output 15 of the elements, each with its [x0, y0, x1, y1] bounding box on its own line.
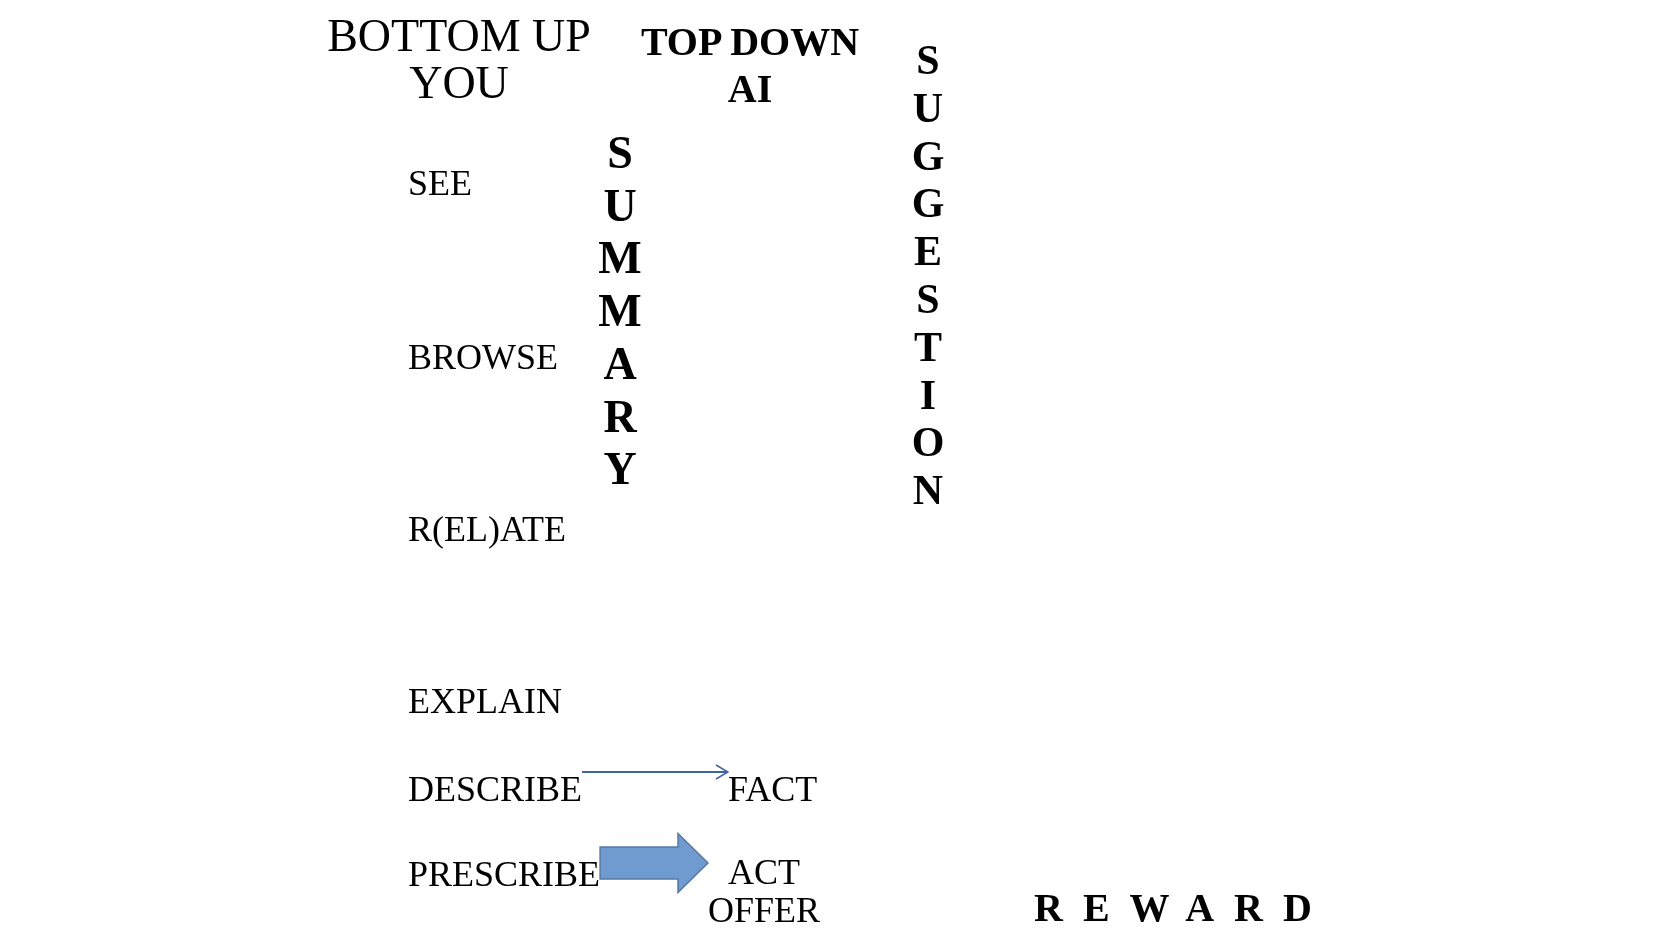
- column-heading: BOTTOM UP YOU: [326, 12, 592, 106]
- block-arrow: [599, 831, 710, 895]
- outcome-label: ACT OFFER: [708, 853, 821, 929]
- arrow: [581, 764, 729, 780]
- outcome-label: FACT: [728, 769, 818, 809]
- column-heading: TOP DOWN AI: [639, 18, 861, 112]
- vertical-word: SUGGESTION: [910, 37, 946, 515]
- step-label: PRESCRIBE: [408, 854, 601, 894]
- step-label: SEE: [408, 163, 472, 203]
- step-label: EXPLAIN: [408, 681, 562, 721]
- step-label: DESCRIBE: [408, 769, 583, 809]
- footer-heading: REWARD: [1034, 888, 1332, 928]
- step-label: BROWSE: [408, 337, 558, 377]
- step-label: R(EL)ATE: [408, 509, 566, 549]
- vertical-word: SUMMARY: [597, 127, 643, 496]
